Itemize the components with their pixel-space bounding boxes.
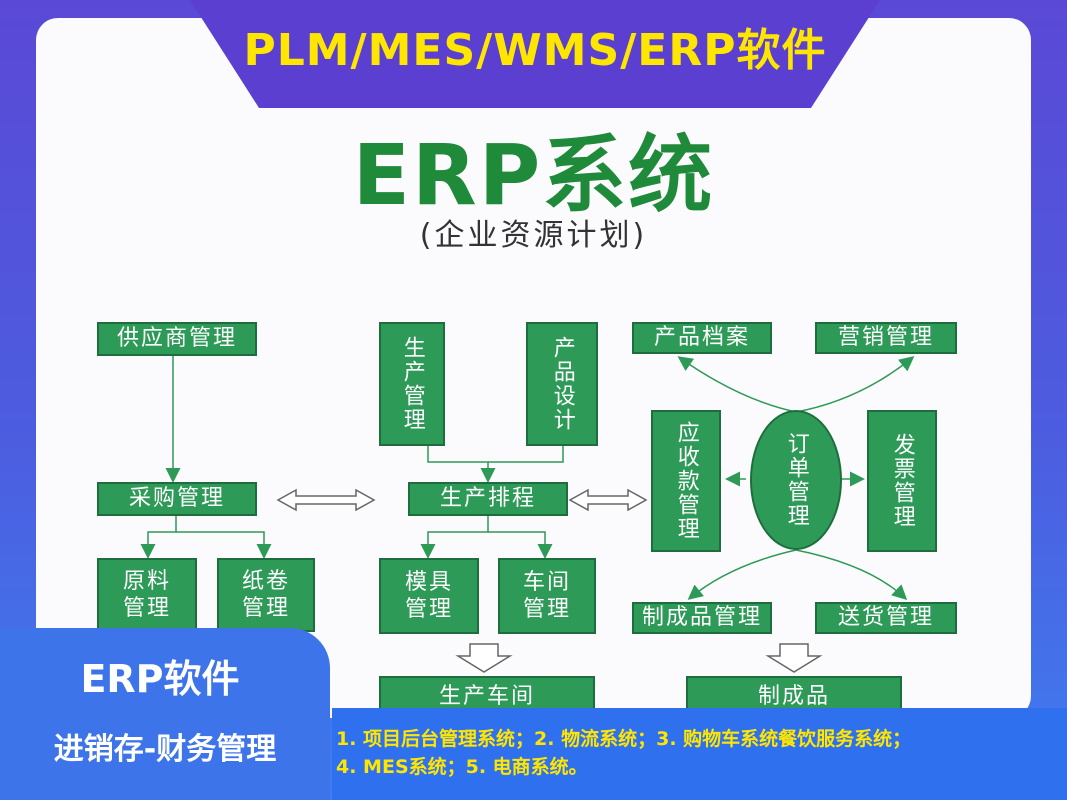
top-banner xyxy=(190,0,880,108)
software-description: 进销存-财务管理 xyxy=(53,732,277,767)
node-mold: 模具管理 xyxy=(379,558,479,634)
node-production-mgmt: 生产管理 xyxy=(379,322,445,446)
erp-title: ERP系统 xyxy=(352,126,715,224)
node-marketing: 营销管理 xyxy=(815,322,957,354)
features-bar xyxy=(332,708,1067,800)
node-product-archive: 产品档案 xyxy=(632,322,772,354)
node-supplier: 供应商管理 xyxy=(97,322,257,356)
node-procurement: 采购管理 xyxy=(97,482,257,516)
node-invoice: 发票管理 xyxy=(867,410,937,552)
node-finished-goods-mgmt: 制成品管理 xyxy=(632,602,772,634)
node-product-design: 产品设计 xyxy=(526,322,598,446)
banner-title: PLM/MES/WMS/ERP软件 xyxy=(243,25,827,76)
node-raw-material: 原料管理 xyxy=(97,558,197,632)
node-receivable: 应收款管理 xyxy=(651,410,721,552)
node-order: 订单管理 xyxy=(750,410,842,550)
software-name: ERP软件 xyxy=(80,657,240,701)
node-paper-roll: 纸卷管理 xyxy=(217,558,315,632)
node-delivery: 送货管理 xyxy=(815,602,957,634)
features-line-1: 1. 项目后台管理系统；2. 物流系统；3. 购物车系统餐饮服务系统； xyxy=(336,728,912,750)
software-badge xyxy=(0,628,330,800)
features-line-2: 4. MES系统；5. 电商系统。 xyxy=(336,756,588,778)
node-workshop: 车间管理 xyxy=(498,558,596,634)
erp-subtitle: (企业资源计划) xyxy=(419,218,648,253)
node-production-schedule: 生产排程 xyxy=(408,482,568,516)
